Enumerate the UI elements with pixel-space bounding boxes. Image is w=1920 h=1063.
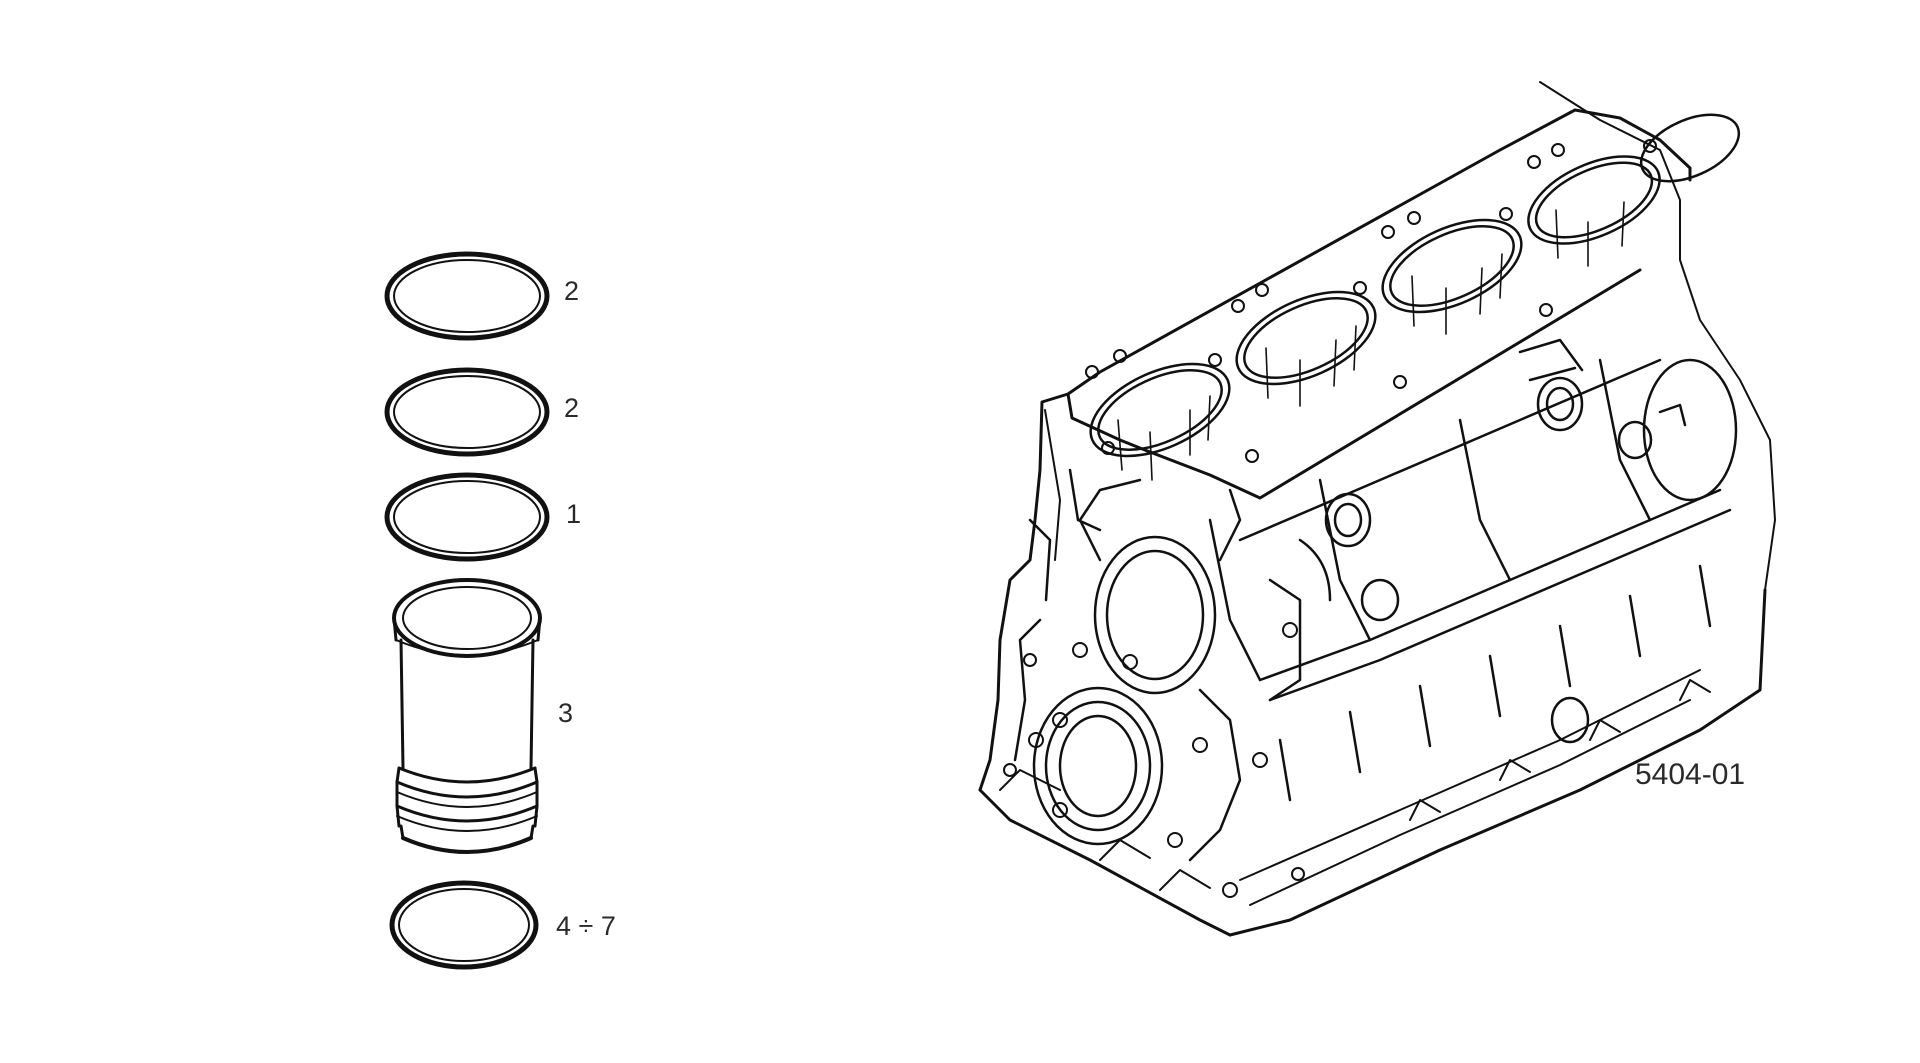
figure-code: 5404-01 bbox=[1635, 758, 1746, 791]
callout-seal-ring-middle: 2 bbox=[564, 393, 580, 423]
shim-ring bbox=[389, 880, 539, 970]
callout-seal-ring-lower: 1 bbox=[566, 499, 582, 529]
callout-shim-ring: 4 ÷ 7 bbox=[556, 911, 616, 941]
callout-seal-ring-upper: 2 bbox=[564, 276, 580, 306]
cylinder-liner bbox=[392, 578, 542, 854]
seal-ring-middle bbox=[384, 367, 550, 457]
seal-ring-lower bbox=[384, 472, 550, 562]
callout-cylinder-liner: 3 bbox=[558, 698, 574, 728]
seal-ring-upper bbox=[384, 251, 550, 341]
engine-crankcase-block bbox=[978, 81, 1776, 937]
